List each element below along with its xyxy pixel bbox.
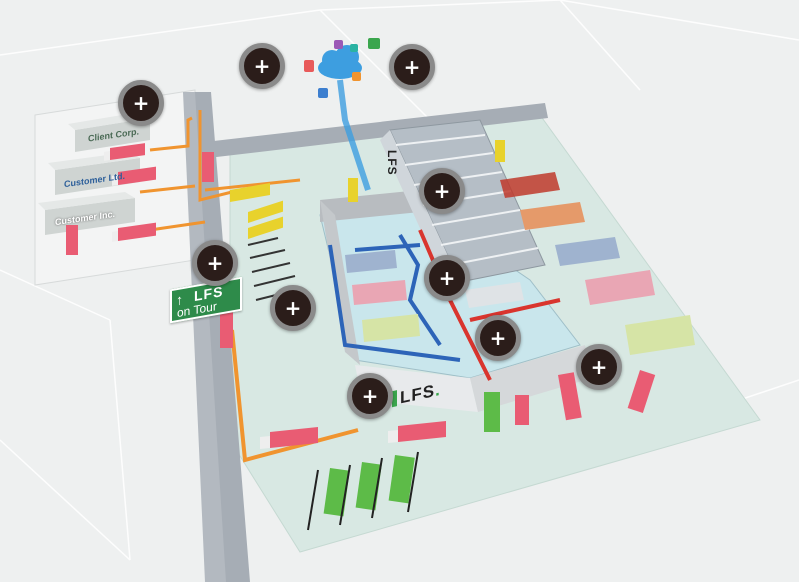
hotspot-button-cloud-right[interactable]: + — [389, 44, 435, 90]
truck — [220, 310, 233, 348]
app-icon-purple — [334, 40, 343, 49]
storage-blocks-inside — [345, 250, 524, 342]
truck — [202, 152, 214, 182]
truck — [248, 216, 283, 239]
app-icon-orange — [352, 72, 361, 81]
brand-dot: . — [435, 379, 441, 401]
hotspot-button-cloud-left[interactable]: + — [239, 43, 285, 89]
truck — [627, 370, 656, 413]
plus-icon: + — [403, 55, 421, 79]
truck — [484, 392, 500, 432]
client-buildings — [38, 112, 150, 235]
warehouse-wall-back — [320, 190, 420, 222]
truck — [112, 166, 156, 186]
truck — [388, 455, 415, 504]
rack-tower-side — [380, 130, 460, 290]
hotspot-button-picking[interactable]: + — [475, 315, 521, 361]
hotspot-button-rack-tower[interactable]: + — [419, 168, 465, 214]
road-main-vertical-left — [183, 92, 226, 582]
app-icon-blue — [318, 88, 328, 98]
truck — [66, 225, 78, 255]
truck — [388, 420, 446, 444]
plus-icon: + — [206, 251, 224, 275]
truck — [248, 200, 283, 223]
trucks — [66, 140, 656, 517]
truck — [104, 143, 145, 161]
plus-icon: + — [433, 179, 451, 203]
blue-flow-routes — [328, 233, 461, 362]
hotspot-button-yard[interactable]: + — [576, 344, 622, 390]
plus-icon: + — [590, 355, 608, 379]
warehouse-wall-right — [470, 345, 592, 412]
warehouse-wall-left — [320, 200, 360, 365]
road-top — [205, 103, 548, 158]
plus-icon: + — [489, 326, 507, 350]
hotspot-button-clients[interactable]: + — [118, 80, 164, 126]
app-icon-teal — [350, 44, 358, 52]
cloud-data-stream — [337, 79, 371, 191]
plus-icon: + — [438, 266, 456, 290]
hotspot-button-warehouse[interactable]: + — [424, 255, 470, 301]
plus-icon: + — [361, 384, 379, 408]
plus-icon: + — [253, 54, 271, 78]
app-icon-green — [368, 38, 380, 49]
orange-route-client — [139, 110, 301, 232]
truck — [495, 140, 505, 162]
plus-icon: + — [132, 91, 150, 115]
truck — [112, 222, 156, 242]
truck — [348, 178, 358, 202]
dock-lines — [307, 451, 419, 531]
truck — [230, 182, 270, 202]
cloud-app-icons — [304, 38, 380, 98]
storage-blocks-outside — [500, 172, 695, 355]
hotspot-button-dock[interactable]: + — [347, 373, 393, 419]
app-icon-red — [304, 60, 314, 72]
hotspot-button-parking[interactable]: + — [270, 285, 316, 331]
orange-route-main — [230, 329, 359, 463]
truck — [260, 426, 318, 450]
truck — [515, 395, 529, 425]
network-lines — [0, 0, 799, 561]
plus-icon: + — [284, 296, 302, 320]
tower-label: LFS — [385, 150, 399, 176]
hotspot-button-road[interactable]: + — [192, 240, 238, 286]
truck — [558, 372, 582, 421]
